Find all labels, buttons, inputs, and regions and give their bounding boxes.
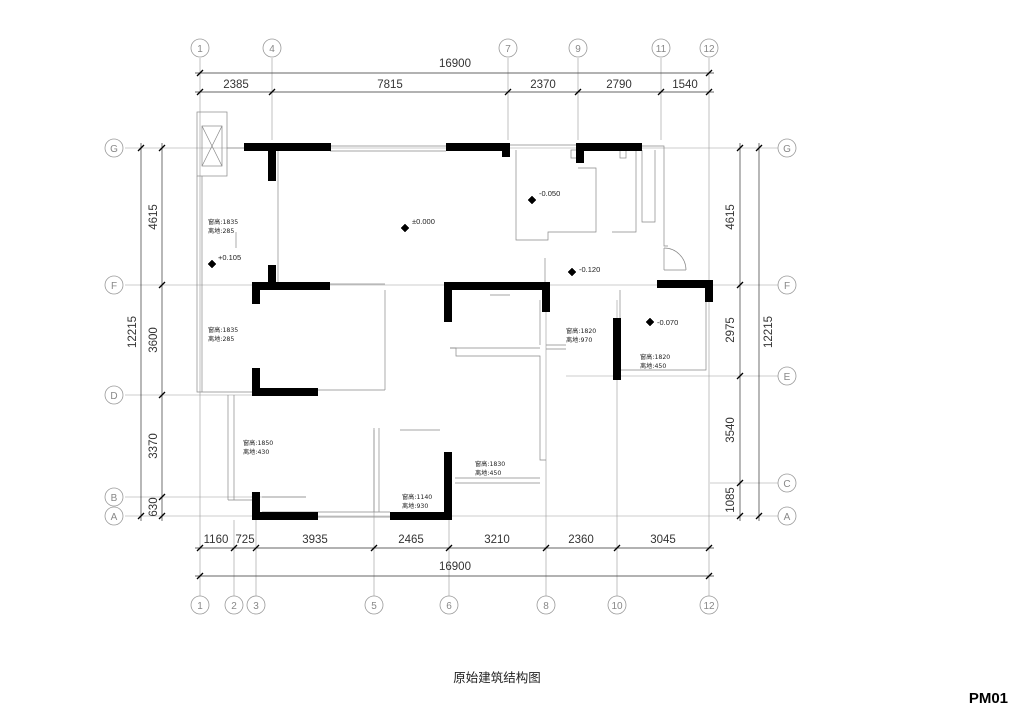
grid-bottom-8: 8 <box>543 601 549 612</box>
grid-bubble-circles <box>104 38 797 615</box>
window-note-4-height: 窗高:1820 <box>566 327 596 335</box>
dim-right-2: 2975 <box>725 317 737 343</box>
window-note-3-height: 窗高:1850 <box>243 439 273 447</box>
grid-right-c: C <box>783 479 790 490</box>
level-kitchen: -0.050 <box>539 189 560 198</box>
dim-right-4: 1085 <box>725 487 737 513</box>
grid-bottom-12: 12 <box>703 601 715 612</box>
dim-right-total: 12215 <box>763 316 775 348</box>
grid-left-g: G <box>110 144 118 155</box>
dim-right-1: 4615 <box>725 204 737 230</box>
grid-left-d: D <box>110 391 117 402</box>
dim-left-2: 3600 <box>148 327 160 353</box>
level-marker-hall: -0.120 <box>567 265 600 277</box>
grid-left-f: F <box>111 281 117 292</box>
window-note-7-sill: 离地:930 <box>402 502 428 510</box>
grid-bottom-2: 2 <box>231 601 237 612</box>
structural-walls <box>244 143 713 520</box>
dim-left-total: 12215 <box>127 316 139 348</box>
dim-left-3: 3370 <box>148 433 160 459</box>
grid-bottom-5: 5 <box>371 601 377 612</box>
grid-left-b: B <box>111 493 118 504</box>
dim-top-4: 2790 <box>606 79 632 91</box>
grid-top-7: 7 <box>505 44 511 55</box>
sheet-id: PM01 <box>969 690 1008 707</box>
grid-top-9: 9 <box>575 44 581 55</box>
dim-bottom-2: 725 <box>235 534 254 546</box>
dim-top-5: 1540 <box>672 79 698 91</box>
thin-walls <box>196 111 707 518</box>
grid-bubble-labels: 1 4 7 9 11 12 1 2 3 5 6 8 10 12 G F D B … <box>110 44 791 612</box>
dimension-lines <box>140 72 760 577</box>
window-note-3-sill: 离地:430 <box>243 448 269 456</box>
grid-right-g: G <box>783 144 791 155</box>
window-note-5-sill: 离地:450 <box>640 362 666 370</box>
level-hall: -0.120 <box>579 265 600 274</box>
dimension-texts: 16900 2385 7815 2370 2790 1540 1160 725 … <box>127 58 775 573</box>
window-notes: 窗高:1835 离地:285 窗高:1835 离地:285 窗高:1850 离地… <box>208 218 670 510</box>
dim-left-4: 630 <box>148 497 160 516</box>
drawing-title: 原始建筑结构图 <box>453 670 541 685</box>
level-bath: -0.070 <box>657 318 678 327</box>
window-note-7-height: 窗高:1140 <box>402 493 432 501</box>
window-note-2-sill: 离地:285 <box>208 335 234 343</box>
grid-bottom-3: 3 <box>253 601 259 612</box>
dim-bottom-total: 16900 <box>439 561 471 573</box>
window-note-5-height: 窗高:1820 <box>640 353 670 361</box>
grid-right-f: F <box>784 281 790 292</box>
grid-top-12: 12 <box>703 44 715 55</box>
grid-bottom-6: 6 <box>446 601 452 612</box>
window-note-4-sill: 离地:970 <box>566 336 592 344</box>
dim-top-total: 16900 <box>439 58 471 70</box>
window-note-6-sill: 离地:450 <box>475 469 501 477</box>
grid-left-a: A <box>111 512 118 523</box>
level-marker-balcony: +0.105 <box>207 253 241 269</box>
level-main: ±0.000 <box>412 217 435 226</box>
level-markers: ±0.000 -0.050 +0.105 -0.120 -0.070 <box>207 189 678 327</box>
window-note-6-height: 窗高:1830 <box>475 460 505 468</box>
grid-top-4: 4 <box>269 44 275 55</box>
grid-bottom-10: 10 <box>611 601 623 612</box>
grid-top-1: 1 <box>197 44 203 55</box>
level-marker-bath: -0.070 <box>645 317 678 327</box>
window-note-2-height: 窗高:1835 <box>208 326 238 334</box>
grid-right-a: A <box>784 512 791 523</box>
grid-top-11: 11 <box>656 44 667 55</box>
dim-bottom-7: 3045 <box>650 534 676 546</box>
dim-bottom-1: 1160 <box>204 534 229 546</box>
level-marker-main: ±0.000 <box>400 217 435 233</box>
dim-left-1: 4615 <box>148 204 160 230</box>
dimension-ticks <box>137 69 763 580</box>
dim-bottom-5: 3210 <box>484 534 510 546</box>
dim-bottom-6: 2360 <box>568 534 594 546</box>
window-note-1-height: 窗高:1835 <box>208 218 238 226</box>
dim-bottom-3: 3935 <box>302 534 328 546</box>
dim-right-3: 3540 <box>725 417 737 443</box>
dim-top-3: 2370 <box>530 79 556 91</box>
level-marker-kitchen: -0.050 <box>527 189 560 205</box>
dim-top-2: 7815 <box>377 79 403 91</box>
grid-bottom-1: 1 <box>197 601 203 612</box>
window-note-1-sill: 离地:285 <box>208 227 234 235</box>
dim-top-1: 2385 <box>223 79 249 91</box>
grid-right-e: E <box>784 372 791 383</box>
level-balcony: +0.105 <box>218 253 241 262</box>
dim-bottom-4: 2465 <box>398 534 424 546</box>
